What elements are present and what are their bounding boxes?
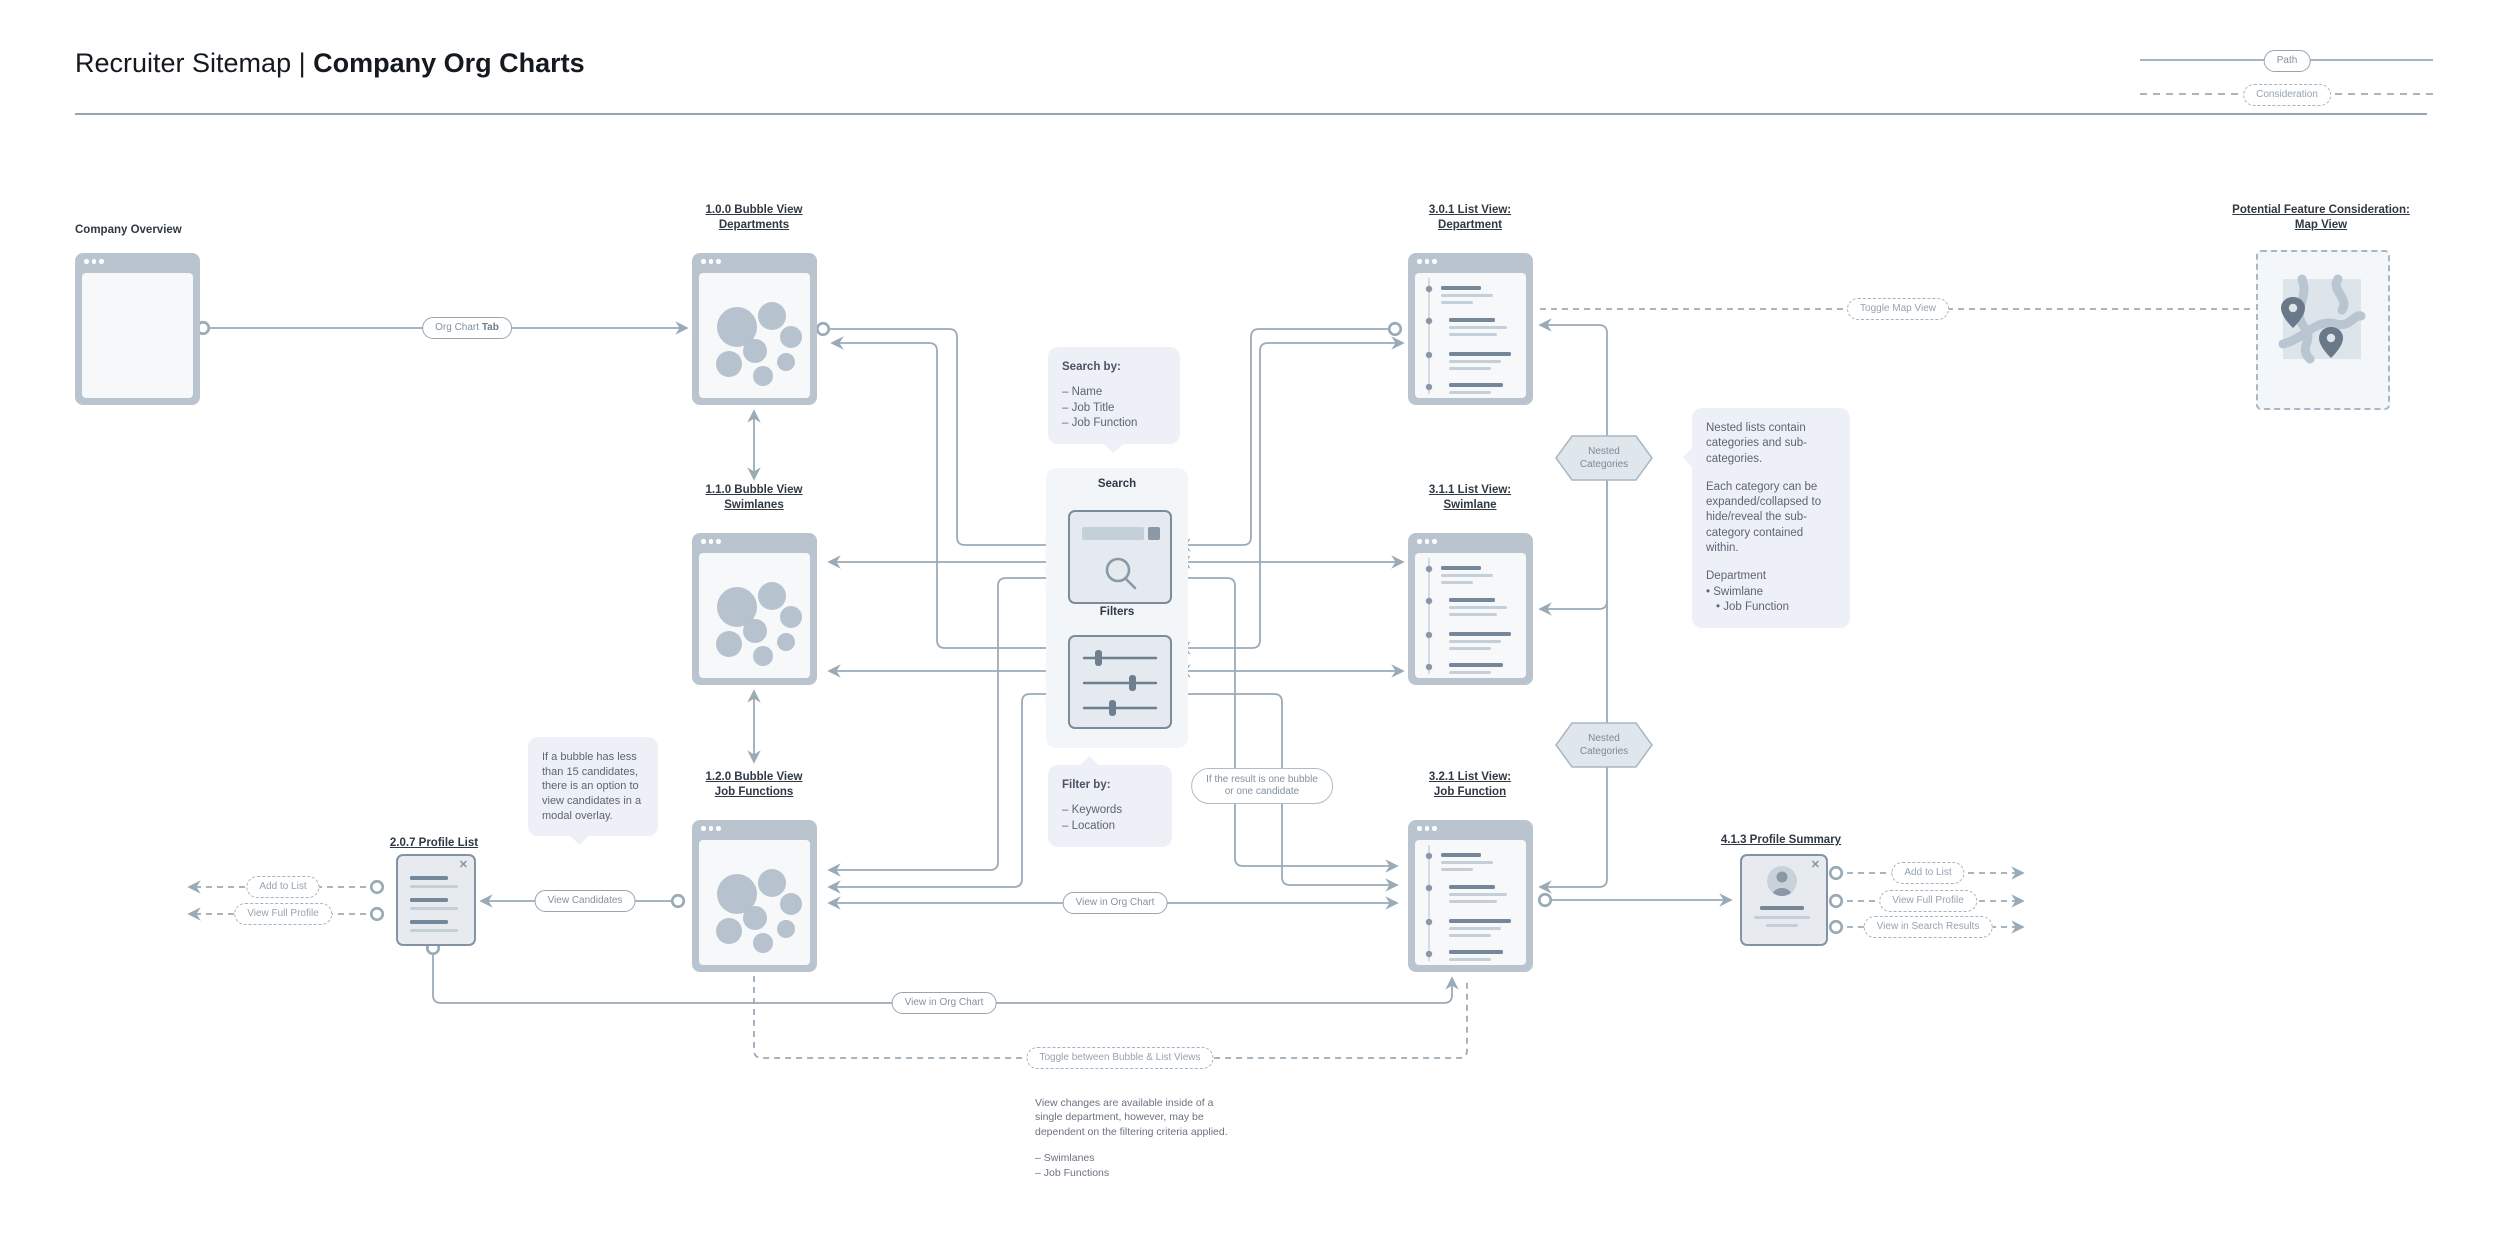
close-icon: ✕: [458, 859, 468, 871]
sliders-icon: [1082, 650, 1158, 716]
view-in-org-chart-pill: View in Org Chart: [891, 992, 997, 1014]
view-full-profile-pill: View Full Profile: [1879, 890, 1977, 912]
nested-lists-note: Nested lists contain categories and sub-…: [1682, 408, 1850, 629]
bubble-modal-note: If a bubble has less than 15 candidates,…: [528, 737, 658, 846]
legend-path-pill: Path: [2263, 50, 2311, 72]
window-dots-icon: [701, 259, 721, 264]
list-job-function-title: 3.2.1 List View:Job Function: [1428, 771, 1512, 798]
map-view-title: Potential Feature Consideration:Map View: [2232, 204, 2410, 231]
list-department-title: 3.0.1 List View:Department: [1428, 204, 1512, 231]
window-dots-icon: [701, 826, 721, 831]
list-swimlane-title: 3.1.1 List View:Swimlane: [1428, 484, 1512, 511]
company-overview-label: Company Overview: [75, 224, 182, 236]
map-view-box: [2256, 250, 2390, 410]
list-view-icon: [1415, 553, 1526, 678]
window-dots-icon: [1417, 539, 1437, 544]
filters-label: Filters: [1099, 606, 1135, 618]
filter-by-note: Filter by: – Keywords – Location: [1048, 755, 1172, 847]
search-box: [1068, 510, 1172, 604]
profile-summary-title: 4.1.3 Profile Summary: [1720, 834, 1842, 846]
view-in-search-results-pill: View in Search Results: [1863, 916, 1993, 938]
toggle-map-view-pill: Toggle Map View: [1847, 298, 1949, 320]
profile-list-modal: ✕: [396, 854, 476, 946]
add-to-list-pill: Add to List: [1891, 862, 1965, 884]
list-view-icon: [1415, 273, 1526, 398]
search-icon: [1082, 527, 1160, 590]
bubble-job-functions-window: [692, 820, 817, 972]
view-full-profile-pill: View Full Profile: [234, 903, 332, 925]
company-overview-window: [75, 253, 200, 405]
bubble-chart-icon: [699, 840, 810, 965]
toggle-views-pill: Toggle between Bubble & List Views: [1026, 1047, 1214, 1069]
close-icon: ✕: [1810, 859, 1820, 871]
add-to-list-pill: Add to List: [246, 876, 320, 898]
profile-list-title: 2.0.7 Profile List: [389, 837, 479, 849]
legend-consideration-pill: Consideration: [2243, 84, 2331, 106]
view-in-org-chart-pill: View in Org Chart: [1062, 892, 1168, 914]
window-dots-icon: [1417, 826, 1437, 831]
page-title: Recruiter Sitemap | Company Org Charts: [75, 48, 585, 78]
map-icon: [2278, 274, 2366, 364]
bubble-departments-window: [692, 253, 817, 405]
header-divider: [75, 113, 2427, 115]
window-dots-icon: [84, 259, 104, 264]
list-department-window: [1408, 253, 1533, 405]
search-by-note: Search by: – Name – Job Title – Job Func…: [1048, 347, 1180, 454]
bubble-chart-icon: [699, 553, 810, 678]
view-changes-note: View changes are available inside of a s…: [1035, 1097, 1228, 1179]
list-view-icon: [1415, 840, 1526, 965]
bubble-swimlanes-window: [692, 533, 817, 685]
bubble-chart-icon: [699, 273, 810, 398]
window-dots-icon: [1417, 259, 1437, 264]
list-swimlane-window: [1408, 533, 1533, 685]
filters-box: [1068, 635, 1172, 729]
profile-summary-modal: ✕: [1740, 854, 1828, 946]
window-dots-icon: [701, 539, 721, 544]
profile-avatar-icon: [1754, 866, 1810, 927]
search-label: Search: [1097, 478, 1137, 490]
org-chart-tab-pill: Org Chart Tab: [422, 317, 512, 339]
profile-list-lines: [410, 876, 458, 932]
list-job-function-window: [1408, 820, 1533, 972]
view-candidates-pill: View Candidates: [534, 890, 636, 912]
nested-categories-hexagons: [1555, 435, 1653, 768]
